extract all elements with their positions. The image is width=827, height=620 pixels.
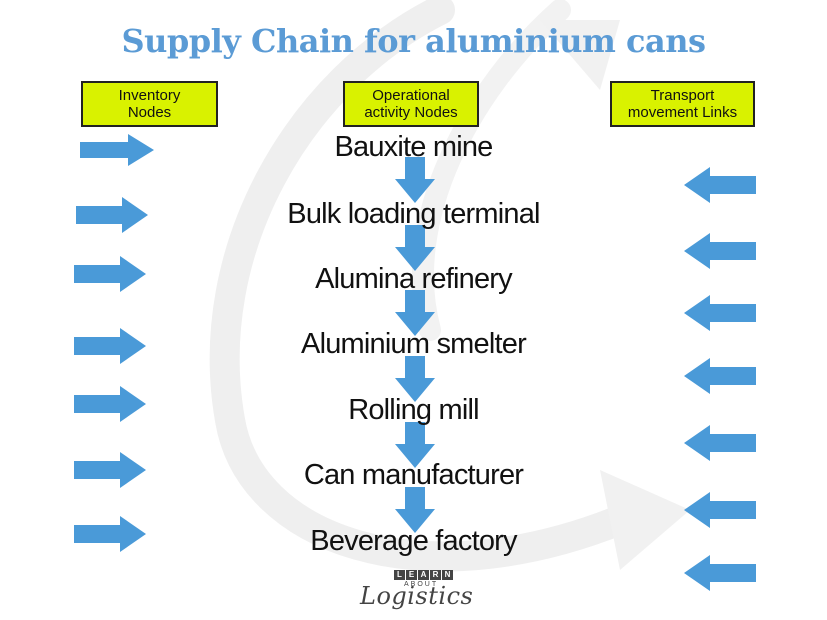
down-arrow-icon — [395, 157, 435, 203]
logo-about: ABOUT — [404, 581, 439, 588]
left-arrow-icon — [684, 425, 756, 461]
down-arrow-icon — [395, 422, 435, 468]
left-arrow-icon — [684, 492, 756, 528]
logo-letter: N — [442, 570, 453, 580]
right-arrow-icon — [74, 516, 146, 552]
logo-letter: R — [430, 570, 441, 580]
right-arrow-icon — [76, 197, 148, 233]
step-bulk-loading-terminal: Bulk loading terminal — [287, 198, 540, 230]
step-aluminium-smelter: Aluminium smelter — [301, 328, 527, 360]
operational-nodes-label: Operational activity Nodes — [343, 81, 479, 127]
right-arrow-icon — [74, 386, 146, 422]
transport-links-text: Transport movement Links — [627, 87, 738, 121]
page-title: Supply Chain for aluminium cans — [121, 22, 706, 60]
step-alumina-refinery: Alumina refinery — [315, 263, 513, 295]
down-arrow-icon — [395, 356, 435, 402]
logo-letter: A — [418, 570, 429, 580]
right-arrow-icon — [80, 134, 154, 166]
left-arrow-icon — [684, 555, 756, 591]
step-beverage-factory: Beverage factory — [310, 525, 517, 557]
down-arrow-icon — [395, 225, 435, 271]
step-bauxite-mine: Bauxite mine — [334, 131, 493, 163]
step-rolling-mill: Rolling mill — [348, 394, 479, 426]
right-arrow-icon — [74, 328, 146, 364]
operational-nodes-text: Operational activity Nodes — [364, 87, 458, 121]
left-arrow-icon — [684, 167, 756, 203]
step-can-manufacturer: Can manufacturer — [303, 459, 524, 491]
logo-learn-boxes: L E A R N — [394, 570, 453, 580]
down-arrow-icon — [395, 487, 435, 533]
right-arrow-icon — [74, 452, 146, 488]
logo-letter: L — [394, 570, 405, 580]
left-arrow-icon — [684, 358, 756, 394]
logo-script: Logistics — [360, 582, 474, 610]
inventory-nodes-label: Inventory Nodes — [81, 81, 218, 127]
left-arrow-icon — [684, 295, 756, 331]
left-arrow-icon — [684, 233, 756, 269]
right-arrow-icon — [74, 256, 146, 292]
down-arrow-icon — [395, 290, 435, 336]
transport-links-label: Transport movement Links — [610, 81, 755, 127]
inventory-nodes-text: Inventory Nodes — [118, 87, 181, 121]
logo-letter: E — [406, 570, 417, 580]
learn-about-logistics-logo: L E A R N ABOUT Logistics — [358, 568, 473, 614]
